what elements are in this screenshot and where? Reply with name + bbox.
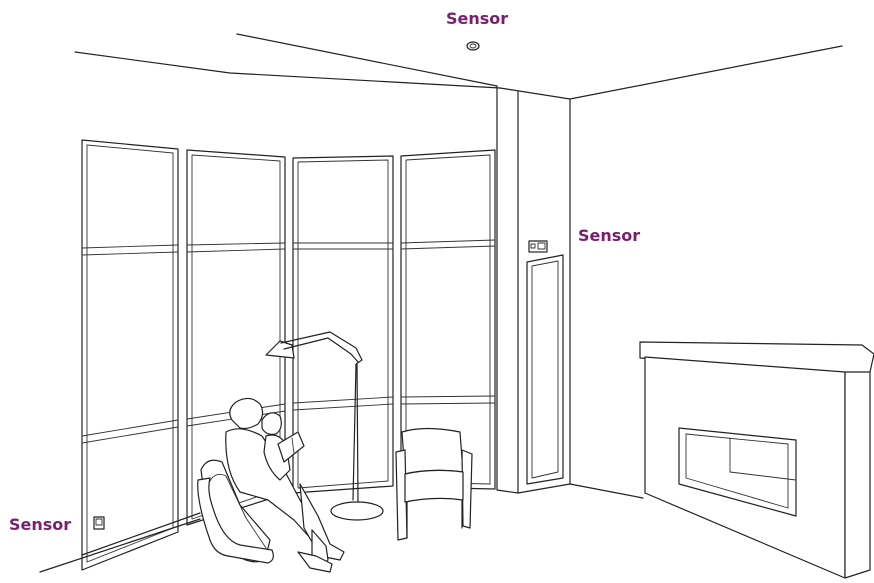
armchair-with-people (197, 397, 345, 573)
ceiling (74, 33, 843, 100)
floor-sensor-label: Sensor (9, 515, 72, 534)
floor-lamp (265, 331, 384, 521)
window-1 (81, 139, 179, 571)
wall-sensor-label: Sensor (578, 226, 641, 245)
armchair-empty (395, 427, 473, 541)
floor-line (39, 512, 201, 573)
wall-corner-pillar (496, 85, 571, 494)
right-wall-baseline (569, 483, 644, 499)
fireplace (639, 341, 874, 579)
ceiling-sensor-label: Sensor (446, 9, 509, 28)
ceiling-sensor-icon (466, 41, 480, 51)
floor-sensor-icon (93, 516, 105, 530)
wall-sensor-icon (528, 240, 548, 253)
window-4 (400, 149, 496, 490)
doorway (526, 254, 564, 485)
window-3 (292, 155, 394, 494)
